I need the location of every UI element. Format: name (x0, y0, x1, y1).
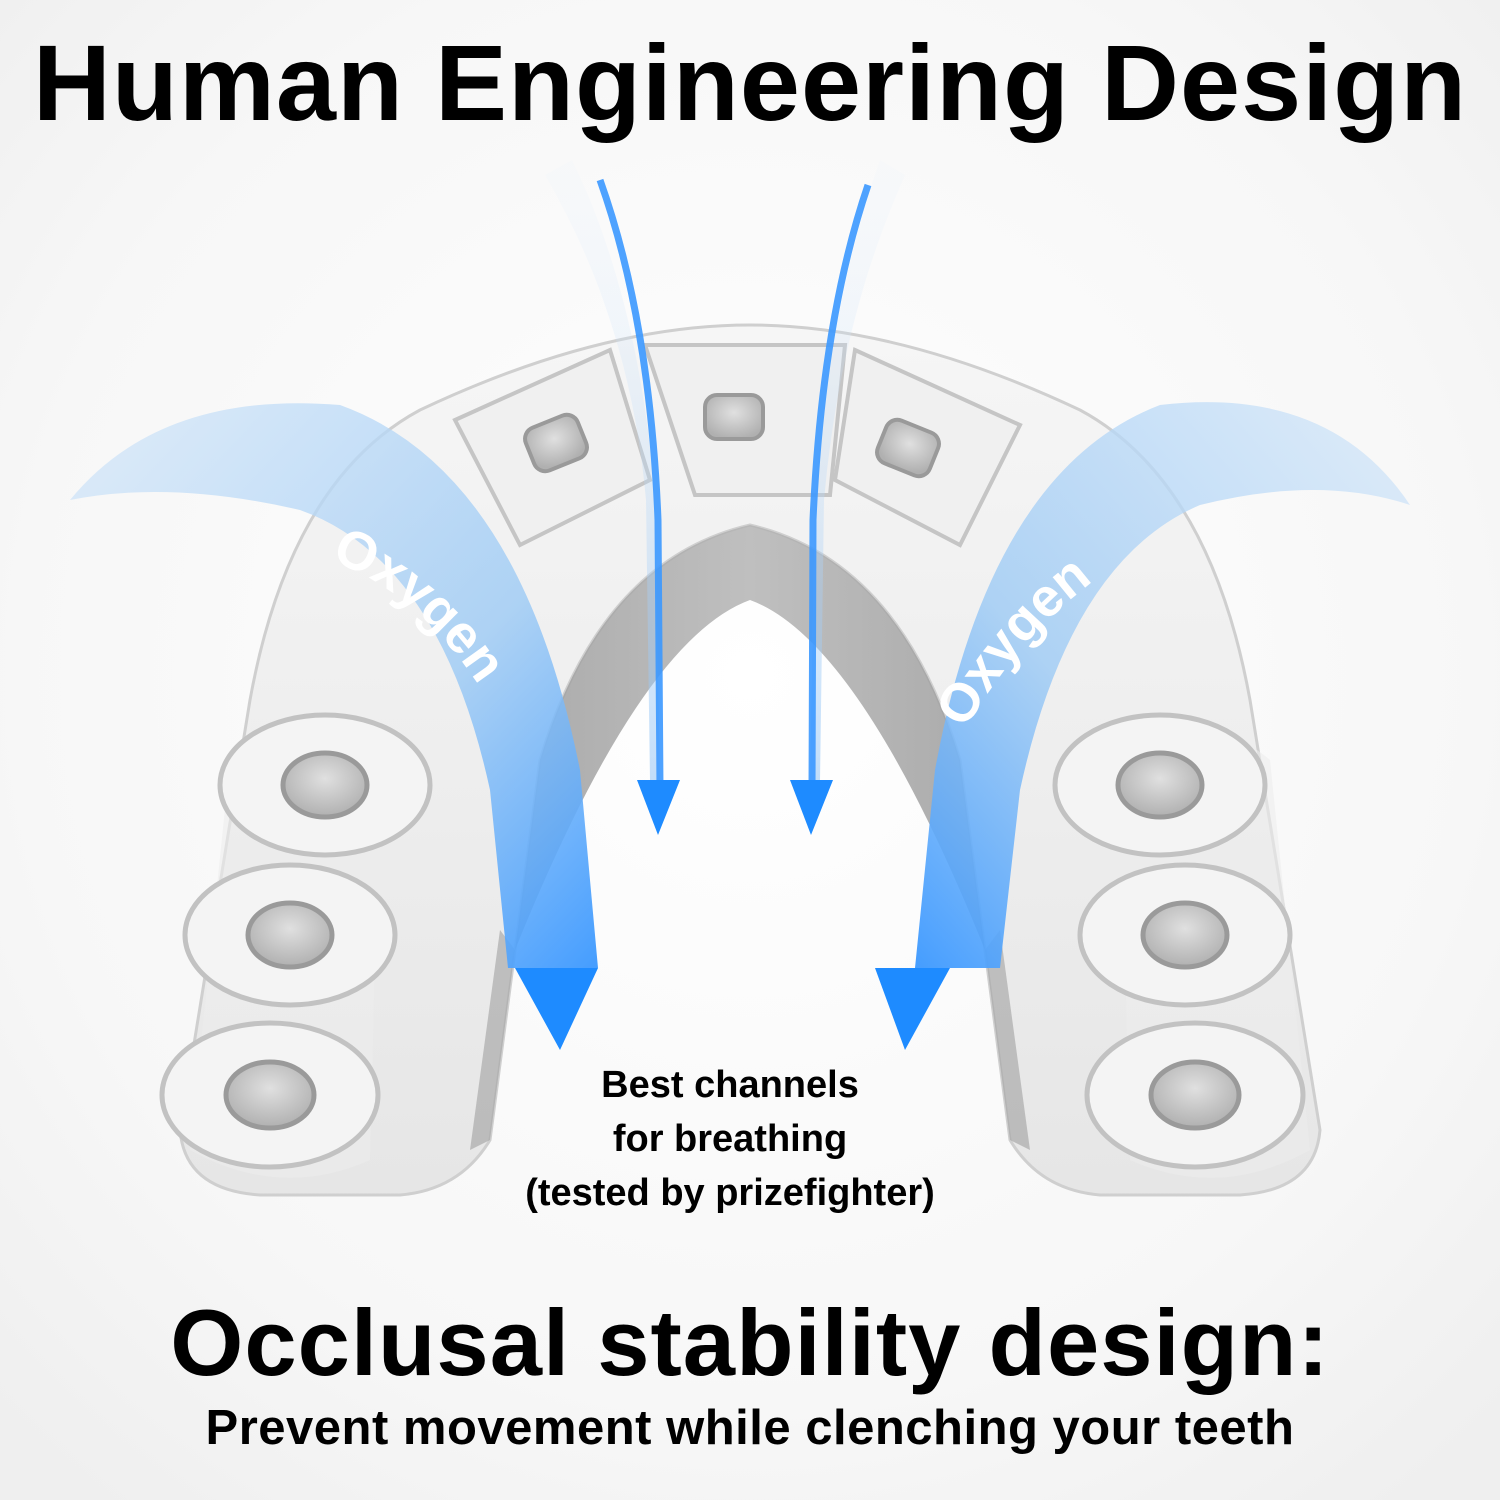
stability-heading: Occlusal stability design: (170, 1290, 1330, 1395)
stability-subheading: Prevent movement while clenching your te… (205, 1401, 1295, 1455)
left-airflow (70, 403, 598, 1050)
right-molar-pads (1052, 712, 1310, 1178)
breathing-note: Best channels for breathing (tested by p… (430, 1058, 1030, 1220)
front-tooth-pads (452, 343, 1023, 548)
left-molar-pads (159, 712, 433, 1178)
note-line-2: for breathing (612, 1118, 848, 1160)
right-airflow (875, 402, 1410, 1050)
note-line-3: (tested by prizefighter) (525, 1172, 935, 1214)
page-title: Human Engineering Design (32, 22, 1468, 143)
center-airflow (545, 160, 905, 835)
note-line-1: Best channels (601, 1064, 859, 1106)
